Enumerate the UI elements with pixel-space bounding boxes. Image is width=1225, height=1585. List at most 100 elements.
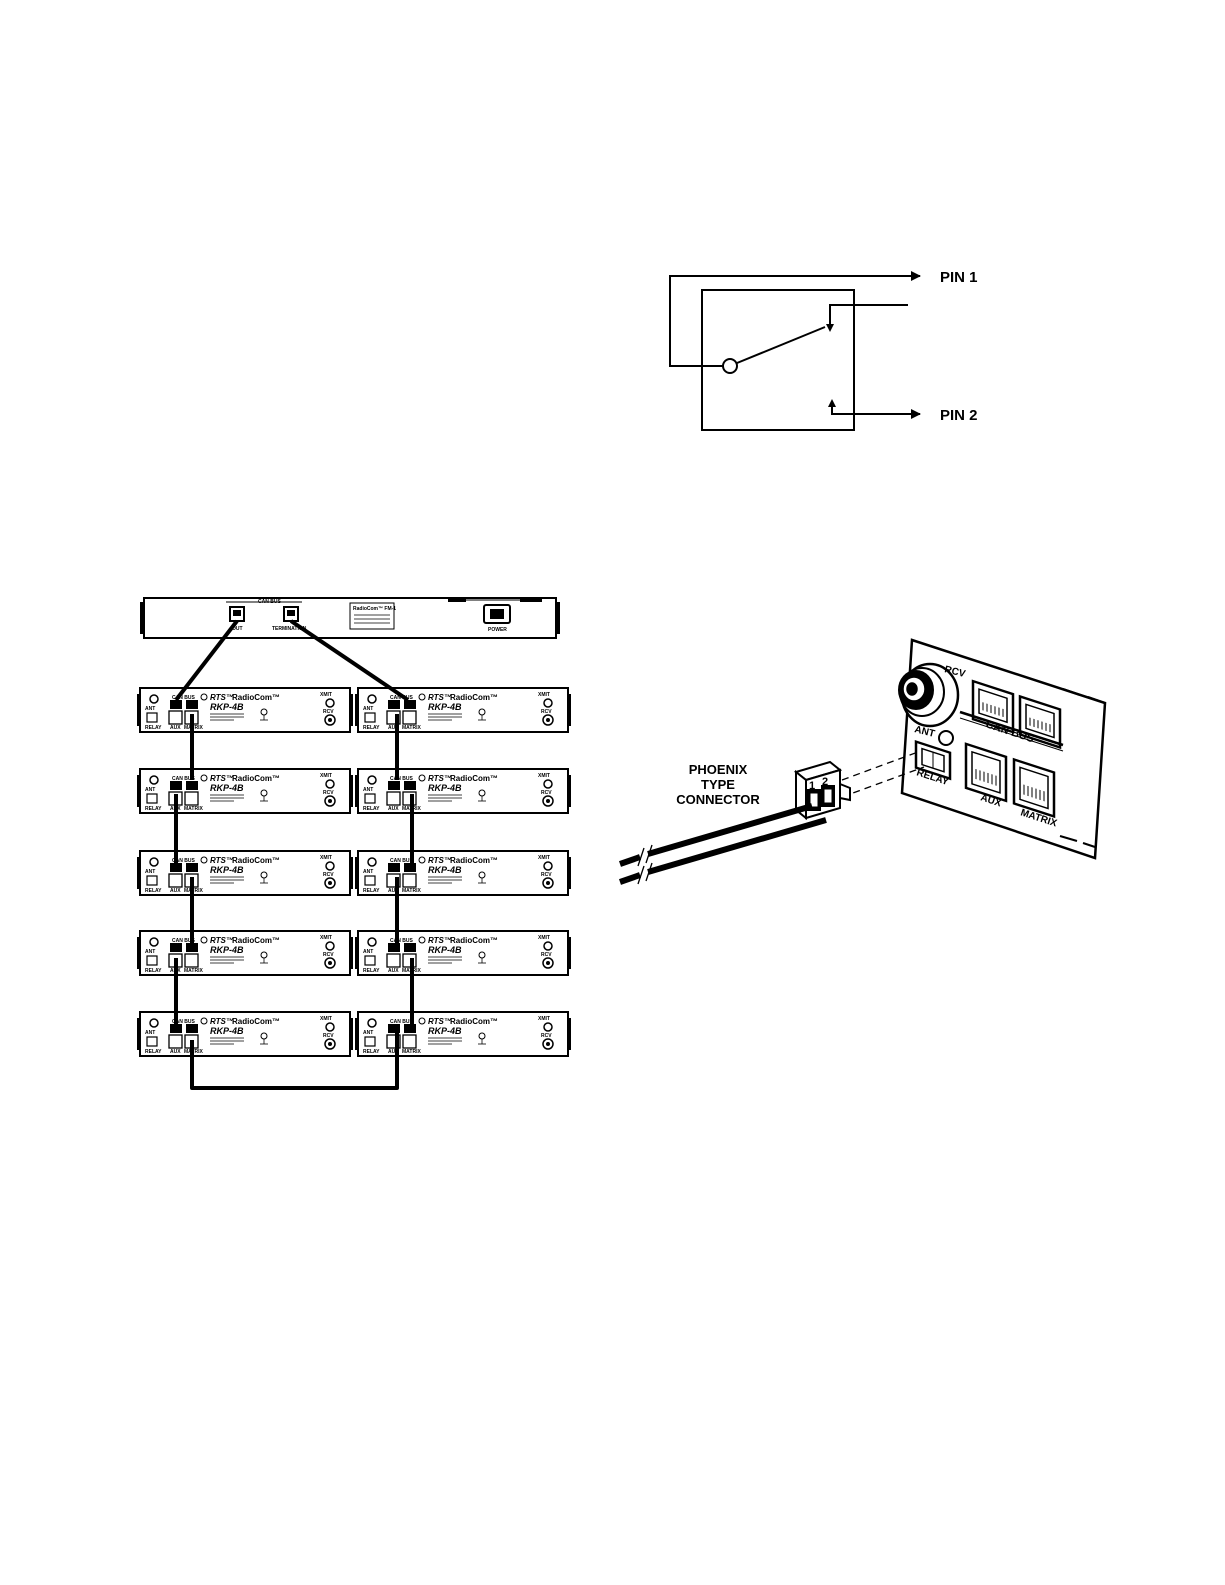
frame-power-inlet-inner (490, 609, 504, 619)
rkp-relay-label: RELAY (145, 725, 162, 731)
rkp-screw-icon (200, 1017, 208, 1025)
rkp-xmit-connector (543, 941, 553, 951)
rkp-can-bus-jack-1 (388, 700, 400, 709)
rkp-brand-rts: RTS™ (210, 856, 234, 865)
rkp-rcv-label: RCV (541, 872, 552, 878)
rkp-can-bus-jack-2 (404, 943, 416, 952)
rkp-can-bus-label: CAN BUS (172, 1019, 195, 1025)
rkp-xmit-label: XMIT (538, 1016, 550, 1022)
frame-unit-handle-left (140, 602, 144, 634)
wire-break-marks (637, 844, 653, 885)
rkp-aux-label: AUX (388, 725, 399, 731)
rkp-rcv-label: RCV (323, 709, 334, 715)
frame-bar-left (448, 599, 466, 602)
rkp-xmit-connector (325, 941, 335, 951)
rkp-ant-icon (367, 694, 377, 704)
rkp-brand-rts: RTS™ (210, 936, 234, 945)
rkp-can-bus-jack-1 (388, 943, 400, 952)
rkp-handle-right (568, 694, 571, 726)
rkp-can-bus-jack-1 (388, 863, 400, 872)
rkp-can-bus-jack-2 (186, 1024, 198, 1033)
rkp-xmit-connector (543, 861, 553, 871)
rkp-relay-socket (364, 875, 376, 886)
rkp-ant-label: ANT (145, 1030, 155, 1036)
rkp-can-bus-jack-2 (404, 863, 416, 872)
rkp-rcv-label: RCV (323, 872, 334, 878)
rkp-can-bus-jack-1 (170, 781, 182, 790)
rkp-xmit-connector (543, 698, 553, 708)
rkp-rcv-label: RCV (541, 952, 552, 958)
frame-bar-right (520, 599, 542, 602)
rkp-handle-left (137, 857, 140, 889)
rkp-matrix-label: MATRIX (402, 1049, 421, 1055)
rkp-handle-right (350, 937, 353, 969)
rkp-relay-socket (364, 955, 376, 966)
rkp-matrix-jack (402, 1034, 417, 1049)
relay-socket (914, 739, 952, 781)
rkp-aux-jack (168, 873, 183, 888)
rkp-relay-label: RELAY (363, 888, 380, 894)
frame-product-label: RadioCom™ FM-1 (353, 606, 396, 612)
rkp-can-bus-jack-1 (170, 700, 182, 709)
phoenix-caption-line1: PHOENIX (689, 762, 748, 777)
rkp-handle-left (137, 937, 140, 969)
can-bus-divider-top (959, 710, 1064, 747)
pin2-label: PIN 2 (940, 407, 978, 424)
rkp-relay-socket (146, 793, 158, 804)
rkp-rcv-connector-pin (546, 718, 550, 722)
rkp-can-bus-jack-2 (186, 700, 198, 709)
relay-pivot (722, 358, 738, 374)
rkp-model: RKP-4B (210, 945, 244, 955)
rkp-relay-socket (146, 875, 158, 886)
rkp-rcv-label: RCV (541, 709, 552, 715)
rkp-brand-rts: RTS™ (210, 693, 234, 702)
rkp-matrix-label: MATRIX (402, 725, 421, 731)
rkp-model: RKP-4B (428, 945, 462, 955)
rkp-aux-label: AUX (388, 888, 399, 894)
rkp-model: RKP-4B (210, 702, 244, 712)
rkp-xmit-label: XMIT (320, 773, 332, 779)
phoenix-wires (619, 803, 827, 885)
rkp-can-bus-label: CAN BUS (172, 695, 195, 701)
rkp-screw-icon (200, 936, 208, 944)
rkp-ant-label: ANT (363, 949, 373, 955)
rkp-can-bus-jack-1 (170, 943, 182, 952)
rkp-can-bus-label: CAN BUS (390, 938, 413, 944)
ant-label: ANT (913, 724, 936, 740)
cable-frame-out-to-left-1 (174, 619, 239, 702)
rkp-brand-radiocom: RadioCom™ (450, 1017, 498, 1026)
frame-termination-jack-inner (287, 610, 295, 616)
rkp-relay-socket (364, 793, 376, 804)
rkp-ant-icon (149, 857, 159, 867)
rkp-aux-label: AUX (388, 968, 399, 974)
rkp-xmit-label: XMIT (538, 773, 550, 779)
rkp-model: RKP-4B (210, 1026, 244, 1036)
can-bus-divider-bottom (959, 717, 1064, 752)
rkp-handle-right (350, 694, 353, 726)
rkp-relay-socket (364, 712, 376, 723)
relay-top-contact (829, 304, 908, 326)
rkp-relay-label: RELAY (363, 1049, 380, 1055)
rkp-brand-radiocom: RadioCom™ (450, 693, 498, 702)
rkp-aux-jack (168, 710, 183, 725)
rkp-handle-left (355, 937, 358, 969)
rkp-aux-label: AUX (388, 806, 399, 812)
alignment-dashes (841, 751, 925, 798)
rkp-ant-label: ANT (363, 1030, 373, 1036)
frame-power-label: POWER (488, 627, 507, 633)
rkp-handle-right (568, 857, 571, 889)
rkp-xmit-connector (325, 861, 335, 871)
rkp-screw-icon (418, 1017, 426, 1025)
matrix-jack (1012, 757, 1056, 819)
rkp-relay-label: RELAY (145, 888, 162, 894)
rkp-xmit-label: XMIT (320, 935, 332, 941)
rkp-model: RKP-4B (210, 783, 244, 793)
rkp-relay-socket (146, 1036, 158, 1047)
rkp-handle-right (350, 857, 353, 889)
